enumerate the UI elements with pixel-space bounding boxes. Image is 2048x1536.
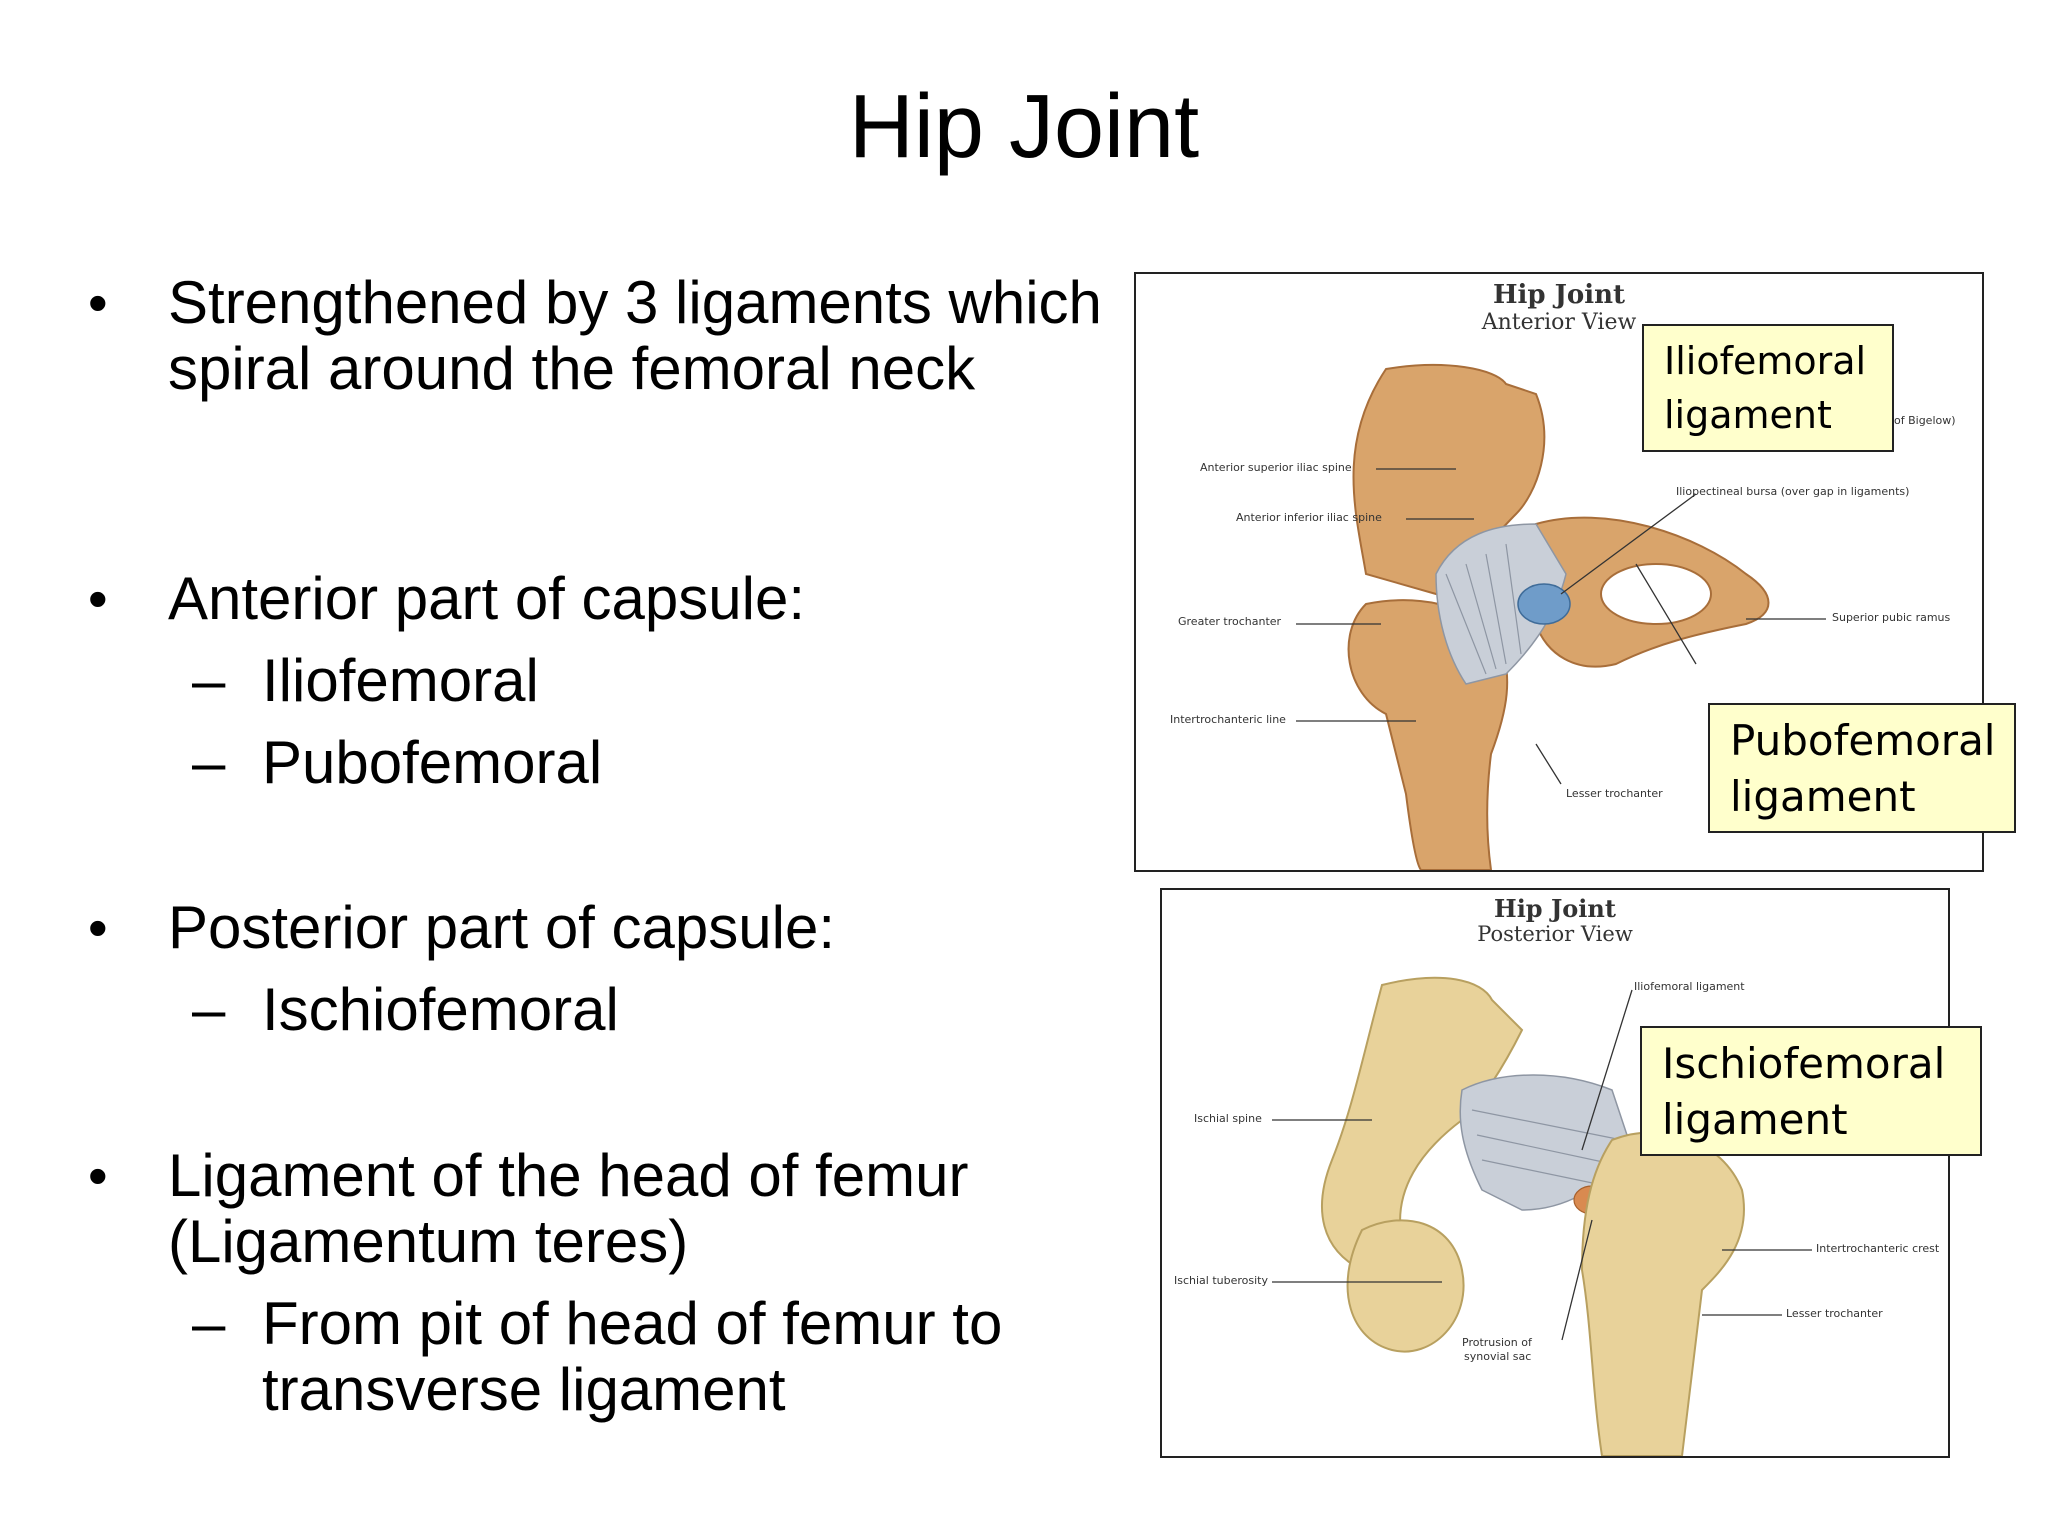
bullet-ligamentum-teres: • Ligament of the head of femur (Ligamen… xyxy=(88,1143,1108,1423)
label-intertrochanteric-line: Intertrochanteric line xyxy=(1170,713,1286,726)
sub-item-text: Iliofemoral xyxy=(262,647,539,714)
label-superior-pubic-ramus: Superior pubic ramus xyxy=(1832,611,1951,624)
dash-glyph: – xyxy=(192,647,226,714)
callout-line: Iliofemoral xyxy=(1664,339,1867,383)
sub-item: – Ischiofemoral xyxy=(192,977,1108,1043)
label-bigelow: of Bigelow) xyxy=(1894,414,1956,427)
callout-line: ligament xyxy=(1662,1095,1848,1144)
posterior-view-figure: Hip Joint Posterior View Iliofemoral lig… xyxy=(1160,888,1950,1458)
sub-item-text: Pubofemoral xyxy=(262,729,603,796)
figure-title: Hip Joint xyxy=(1494,894,1616,923)
bullet-text: Ligament of the head of femur (Ligamentu… xyxy=(168,1142,969,1275)
callout-line: Pubofemoral xyxy=(1730,716,1996,765)
label-greater-trochanter: Greater trochanter xyxy=(1178,615,1282,628)
label-iliopectineal-bursa: Iliopectineal bursa (over gap in ligamen… xyxy=(1676,485,1910,498)
figure-subtitle: Posterior View xyxy=(1477,922,1633,946)
bullet-text: Anterior part of capsule: xyxy=(168,565,806,632)
bullet-posterior: • Posterior part of capsule: – Ischiofem… xyxy=(88,895,1108,1043)
sub-item-text: From pit of head of femur to transverse … xyxy=(262,1290,1003,1423)
dash-glyph: – xyxy=(192,1290,226,1357)
dash-glyph: – xyxy=(192,976,226,1043)
label-lesser-trochanter: Lesser trochanter xyxy=(1566,787,1663,800)
figure-title: Hip Joint xyxy=(1492,280,1626,310)
label-lesser-trochanter: Lesser trochanter xyxy=(1786,1307,1883,1320)
anterior-hip-illustration xyxy=(1296,364,1826,870)
label-iliofemoral-ligament: Iliofemoral ligament xyxy=(1634,980,1745,993)
callout-ischiofemoral: Ischiofemoral ligament xyxy=(1640,1026,1982,1156)
figure-subtitle: Anterior View xyxy=(1481,310,1637,335)
bullet-anterior: • Anterior part of capsule: – Iliofemora… xyxy=(88,566,1108,796)
posterior-hip-illustration xyxy=(1272,976,1812,1456)
label-synovial-sac: synovial sac xyxy=(1464,1350,1532,1363)
bullet-dot: • xyxy=(88,1144,108,1207)
sub-item: – Pubofemoral xyxy=(192,730,1108,796)
callout-iliofemoral: Iliofemoral ligament xyxy=(1642,324,1894,452)
sub-item-text: Ischiofemoral xyxy=(262,976,619,1043)
label-ischial-tuberosity: Ischial tuberosity xyxy=(1174,1274,1268,1287)
callout-line: Ischiofemoral xyxy=(1662,1039,1946,1088)
callout-line: ligament xyxy=(1730,772,1916,821)
bullet-dot: • xyxy=(88,271,108,334)
sub-item: – From pit of head of femur to transvers… xyxy=(192,1291,1108,1423)
label-intertrochanteric-crest: Intertrochanteric crest xyxy=(1816,1242,1940,1255)
bullet-dot: • xyxy=(88,896,108,959)
slide-title: Hip Joint xyxy=(848,77,1200,177)
bullet-dot: • xyxy=(88,567,108,630)
callout-line: ligament xyxy=(1664,393,1832,437)
callout-pubofemoral: Pubofemoral ligament xyxy=(1708,703,2016,833)
label-ischial-spine: Ischial spine xyxy=(1194,1112,1262,1125)
bullet-text: Strengthened by 3 ligaments which spiral… xyxy=(168,269,1102,402)
label-protrusion: Protrusion of xyxy=(1462,1336,1532,1349)
label-aiis: Anterior inferior iliac spine xyxy=(1236,511,1382,524)
bullet-text: Posterior part of capsule: xyxy=(168,894,836,961)
sub-item: – Iliofemoral xyxy=(192,648,1108,714)
bullet-ligaments: • Strengthened by 3 ligaments which spir… xyxy=(88,270,1108,402)
dash-glyph: – xyxy=(192,729,226,796)
label-asis: Anterior superior iliac spine xyxy=(1200,461,1352,474)
